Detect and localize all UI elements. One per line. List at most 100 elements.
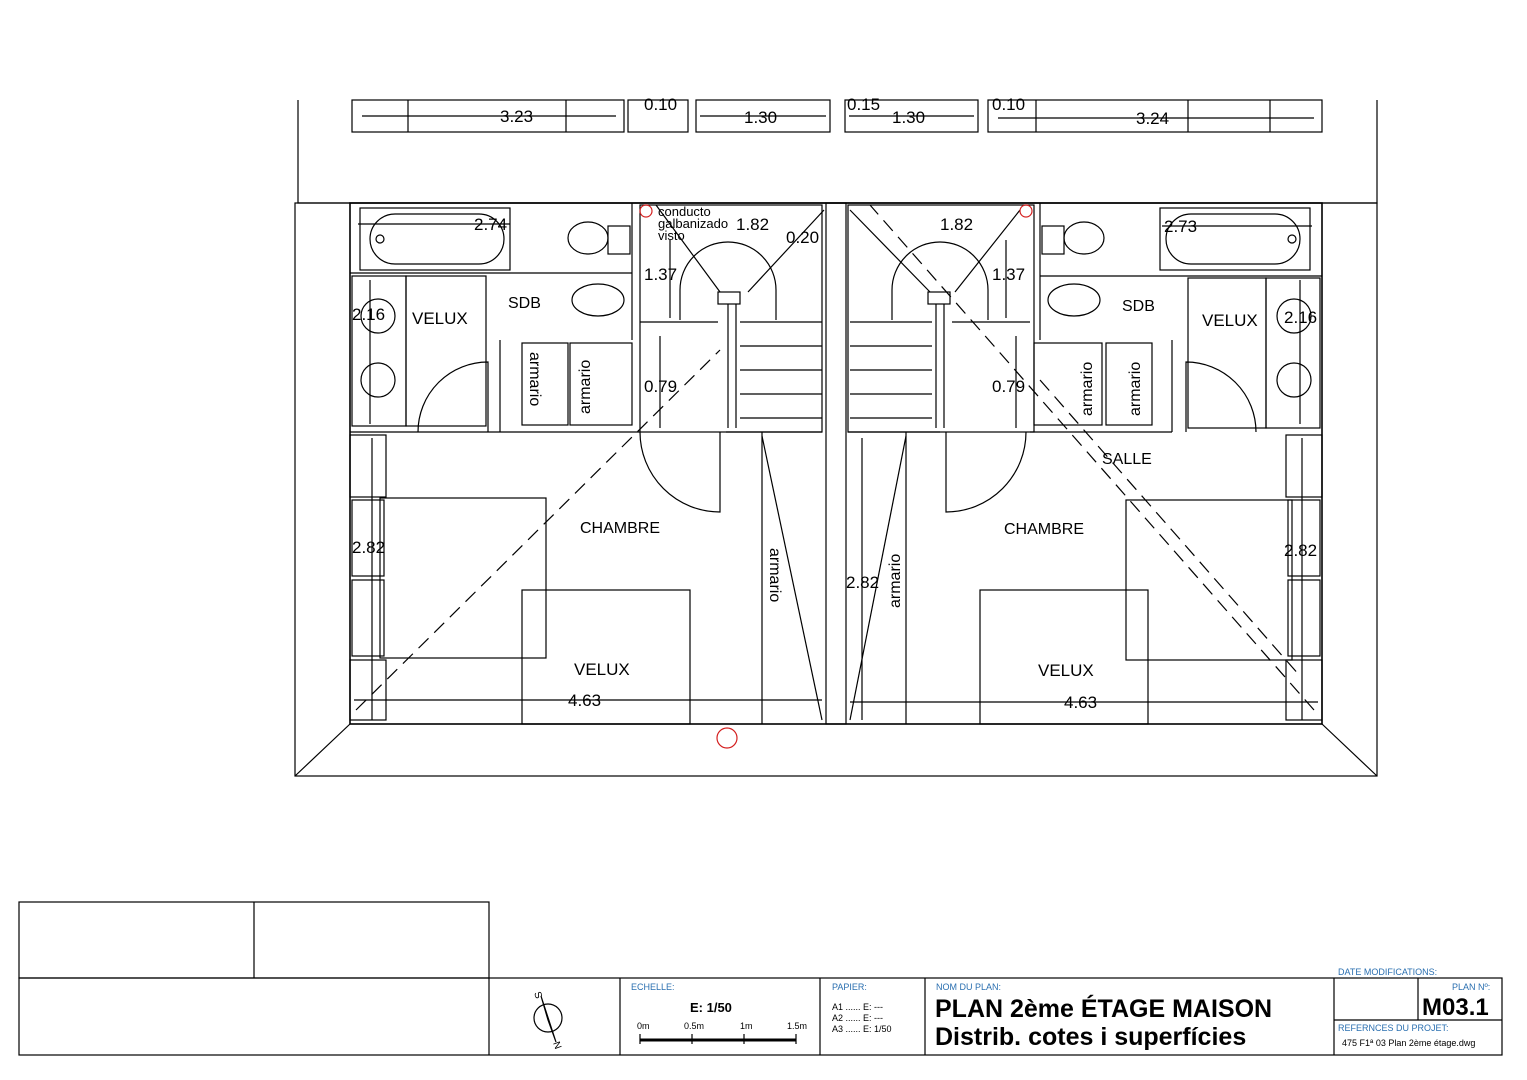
dim-top-2: 0.10 xyxy=(644,95,677,114)
right-room-height-left: 2.82 xyxy=(846,573,879,592)
papier-line-1: A1 ...... E: --- xyxy=(832,1002,883,1012)
window-right-1 xyxy=(1285,434,1323,498)
right-salle: SALLE xyxy=(1102,451,1152,468)
top-bay-5 xyxy=(987,99,1323,133)
left-velux-bath: VELUX xyxy=(412,309,468,328)
toilet-right xyxy=(1063,221,1105,255)
toilet-right-tank xyxy=(1041,225,1065,255)
scale-label-0: 0m xyxy=(637,1021,650,1031)
window-left-4 xyxy=(349,659,387,721)
nom-label: NOM DU PLAN: xyxy=(936,982,1001,992)
door-bath-right xyxy=(1185,361,1257,433)
door-room-left xyxy=(639,431,721,513)
door-bath-left xyxy=(417,361,489,433)
dim-top-6: 0.10 xyxy=(992,95,1025,114)
sink-left-1 xyxy=(360,298,396,334)
marker-circle-2 xyxy=(1019,204,1033,218)
window-right-3 xyxy=(1287,579,1321,657)
right-velux-room: VELUX xyxy=(1038,661,1094,680)
left-conduct-2: galbanizado xyxy=(658,216,728,231)
vanity-right xyxy=(1265,277,1321,429)
dim-top-4: 0.15 xyxy=(847,95,880,114)
stair-left-curve xyxy=(679,241,777,320)
sink-right-2 xyxy=(1276,362,1312,398)
plan-title-line2: Distrib. cotes i superfícies xyxy=(935,1023,1246,1051)
right-stair-width: 1.82 xyxy=(940,215,973,234)
stair-right-curve xyxy=(891,241,989,320)
window-left-3 xyxy=(351,579,385,657)
left-conduct-1: conducto xyxy=(658,204,711,219)
right-landing: 0.79 xyxy=(992,377,1025,396)
papier-line-3: A3 ...... E: 1/50 xyxy=(832,1024,892,1034)
left-bath-height: 2.16 xyxy=(352,305,385,324)
toilet-left xyxy=(567,221,609,255)
compass-s: S xyxy=(531,990,544,1000)
window-left-2 xyxy=(351,499,385,577)
dim-top-7: 3.24 xyxy=(1136,109,1169,128)
right-bath-width: 2.73 xyxy=(1164,217,1197,236)
roof-hip-dash-right xyxy=(869,204,1315,711)
roof-hip-left xyxy=(294,723,351,777)
right-stair-depth: 1.37 xyxy=(992,265,1025,284)
party-wall xyxy=(825,202,847,725)
dim-top-5: 1.30 xyxy=(892,108,925,127)
right-chambre: CHAMBRE xyxy=(1004,521,1084,538)
plan-title-line1: PLAN 2ème ÉTAGE MAISON xyxy=(935,994,1272,1023)
dim-top-3: 1.30 xyxy=(744,108,777,127)
bathtub-left-drain xyxy=(375,234,385,244)
top-bay-3 xyxy=(695,99,831,133)
left-sdb: SDB xyxy=(508,295,541,312)
echelle-value: E: 1/50 xyxy=(690,1000,732,1015)
roof-hip-right xyxy=(1321,723,1378,777)
closet-right-2 xyxy=(1105,342,1153,426)
compass-icon xyxy=(533,1003,563,1033)
plan-no: M03.1 xyxy=(1422,994,1489,1021)
marker-circle-3 xyxy=(716,727,738,749)
door-room-right xyxy=(945,431,1027,513)
bathtub-right-inner xyxy=(1165,213,1301,265)
stair-right xyxy=(847,204,1035,433)
window-right-4 xyxy=(1285,659,1323,721)
stair-right-treads xyxy=(849,209,1030,419)
roof-hip-dash-left xyxy=(355,349,721,711)
left-armario-2: armario xyxy=(577,360,594,414)
top-bay-2 xyxy=(627,99,689,133)
bathtub-right-drain xyxy=(1287,234,1297,244)
toilet-left-tank xyxy=(607,225,631,255)
left-room-width: 4.63 xyxy=(568,691,601,710)
right-armario-2: armario xyxy=(1127,362,1144,416)
scale-label-3: 1.5m xyxy=(787,1021,807,1031)
right-armario-3: armario xyxy=(887,554,904,608)
ref-label: REFERNCES DU PROJET: xyxy=(1338,1023,1449,1033)
compass-needle-icon xyxy=(540,995,557,1043)
closet-left-2 xyxy=(569,342,633,426)
right-sdb: SDB xyxy=(1122,298,1155,315)
compass-n: N xyxy=(550,1040,563,1051)
armario-left-diag xyxy=(761,435,823,721)
left-chambre: CHAMBRE xyxy=(580,520,660,537)
ref-value: 475 F1ª 03 Plan 2ème étage.dwg xyxy=(1342,1038,1475,1048)
velux-bath-right xyxy=(1187,277,1267,429)
left-armario-3: armario xyxy=(766,548,783,602)
sink-left-2 xyxy=(360,362,396,398)
stair-right-post xyxy=(927,291,951,305)
roof-outer xyxy=(294,202,1378,777)
velux-bath-left xyxy=(405,275,487,427)
left-stair-depth: 1.37 xyxy=(644,265,677,284)
left-armario-1: armario xyxy=(526,352,543,406)
scale-label-1: 0.5m xyxy=(684,1021,704,1031)
sink-right-1 xyxy=(1276,298,1312,334)
house-outline xyxy=(349,202,1323,725)
right-velux-bath: VELUX xyxy=(1202,311,1258,330)
top-bay-4 xyxy=(844,99,979,133)
papier-label: PAPIER: xyxy=(832,982,867,992)
right-room-height-right: 2.82 xyxy=(1284,541,1317,560)
bed-right xyxy=(1125,499,1293,661)
stair-left-treads xyxy=(640,204,825,419)
right-bath-height: 2.16 xyxy=(1284,308,1317,327)
left-conduct-3: visto xyxy=(658,228,685,243)
left-room-height: 2.82 xyxy=(352,538,385,557)
bathtub-left-inner xyxy=(369,213,505,265)
velux-room-left xyxy=(521,589,691,725)
